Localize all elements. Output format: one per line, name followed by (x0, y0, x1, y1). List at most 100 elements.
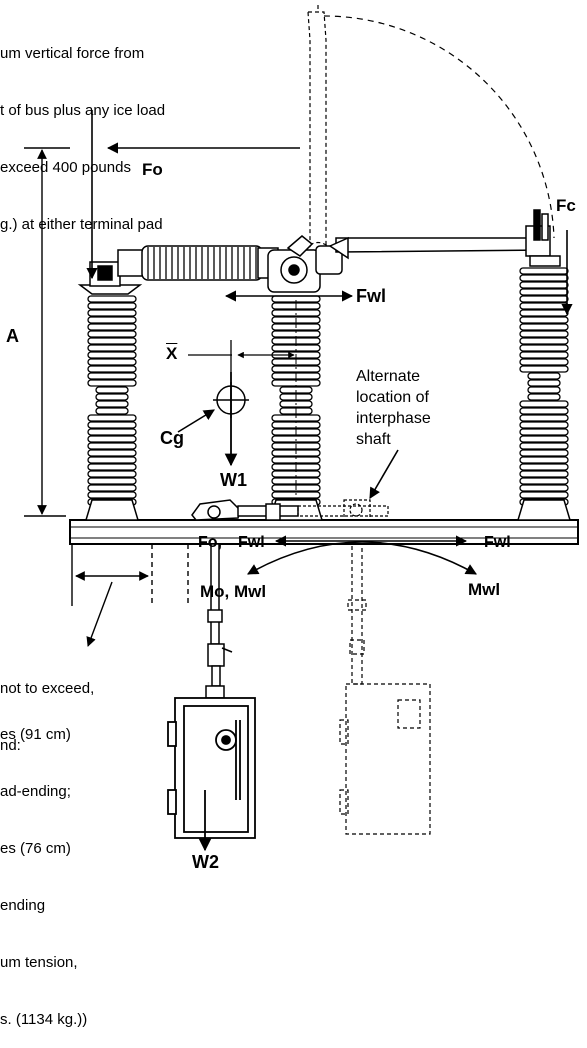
insulator-shed (519, 400, 569, 408)
insulator-shed (519, 421, 569, 429)
insulator-shed (519, 274, 569, 282)
insulator-shed (519, 428, 569, 436)
bottom-note-line: nd: (0, 737, 21, 754)
top-note-line: exceed 400 pounds (0, 159, 131, 176)
insulator-shed (87, 309, 137, 317)
insulator-shed (519, 302, 569, 310)
open-blade-dashed (299, 5, 337, 256)
insulator-shed (87, 421, 137, 429)
insulator-shed (87, 442, 137, 450)
insulator-shed (519, 309, 569, 317)
insulator-shed (519, 484, 569, 492)
switch-diagram (24, 5, 579, 852)
alternate-pointer (369, 449, 399, 499)
insulator-shed (87, 379, 137, 387)
insulator-shed (87, 491, 137, 499)
base-operating-mechanism-alternate (297, 499, 389, 521)
insulator-shed (87, 428, 137, 436)
insulator-shed (87, 463, 137, 471)
insulator-shed (87, 449, 137, 457)
bottom-note-line: not to exceed, (0, 680, 95, 697)
insulator-shed (95, 400, 129, 408)
insulator-shed (87, 470, 137, 478)
insulator-shed (95, 386, 129, 394)
insulator-shed (87, 302, 137, 310)
insulator-shed (519, 281, 569, 289)
insulator-shed (95, 393, 129, 401)
insulator-shed (519, 316, 569, 324)
insulator-shed (87, 477, 137, 485)
insulator-shed (519, 414, 569, 422)
insulator-shed (519, 407, 569, 415)
top-note: um vertical force from t of bus plus any… (0, 6, 165, 253)
blade-closed (328, 236, 549, 260)
insulator-shed (519, 470, 569, 478)
moment-arc (247, 541, 477, 575)
insulator-shed (87, 456, 137, 464)
top-note-line: um vertical force from (0, 45, 145, 62)
label-fwl-base-right: Fwl (484, 534, 511, 551)
insulator-shed (519, 358, 569, 366)
insulator-shed (519, 295, 569, 303)
insulator-shed (527, 379, 561, 387)
motor-operator-box (167, 697, 256, 839)
rail-spacing (71, 544, 189, 647)
bottom-note-line: um tension, (0, 954, 78, 971)
swing-arc (323, 15, 555, 239)
insulator-shed (87, 344, 137, 352)
label-w2: W2 (192, 852, 219, 872)
label-mo-mwl: Mo, Mwl (200, 582, 267, 601)
insulator-shed (519, 267, 569, 275)
insulator-shed (87, 295, 137, 303)
insulator-shed (519, 288, 569, 296)
insulator-shed (519, 442, 569, 450)
center-hinge (257, 235, 343, 293)
insulator-shed (87, 358, 137, 366)
insulator-shed (87, 337, 137, 345)
bottom-note-line: s. (1134 kg.)) (0, 1011, 88, 1028)
bottom-note-line: ending (0, 897, 46, 914)
dimension-a (24, 147, 70, 517)
insulator-shed (87, 372, 137, 380)
label-fo: Fo (142, 160, 163, 179)
insulator-shed (519, 330, 569, 338)
label-alternate-location: Alternate location of interphase shaft (356, 368, 431, 448)
insulator-shed (87, 365, 137, 373)
label-fwl-base-left: Fwl (238, 534, 265, 551)
label-mwl: Mwl (468, 580, 501, 599)
insulator-shed (87, 435, 137, 443)
insulator-shed (527, 372, 561, 380)
insulator-shed (87, 330, 137, 338)
dimension-xbar (188, 340, 295, 372)
top-note-line: t of bus plus any ice load (0, 102, 166, 119)
label-fc: Fc (556, 196, 576, 215)
label-w1: W1 (220, 470, 247, 490)
insulator-shed (87, 323, 137, 331)
bottom-note-line: es (91 cm) (0, 726, 71, 743)
insulator-shed (519, 365, 569, 373)
insulator-shed (95, 407, 129, 415)
insulator-shed (87, 414, 137, 422)
insulator-shed (519, 351, 569, 359)
jaw-contact-right (525, 209, 561, 267)
coil-ribs (147, 247, 257, 279)
insulator-shed (87, 316, 137, 324)
insulator-shed (87, 351, 137, 359)
label-fwl-top: Fwl (356, 286, 386, 306)
bottom-note-line: es (76 cm) (0, 840, 71, 857)
bottom-note-line: ad-ending; (0, 783, 71, 800)
operating-pipe (205, 543, 233, 699)
insulator-shed (527, 386, 561, 394)
bottom-note-list: es (91 cm) ad-ending; es (76 cm) ending … (0, 687, 87, 1048)
insulator-shed (87, 484, 137, 492)
label-a: A (6, 326, 19, 346)
insulator-shed (519, 477, 569, 485)
cg-pointer (177, 409, 215, 433)
insulator-shed (519, 463, 569, 471)
insulator-shed (519, 323, 569, 331)
insulator-left (87, 295, 137, 506)
insulator-shed (519, 337, 569, 345)
label-fo-base: Fo, (198, 534, 222, 551)
insulator-shed (519, 456, 569, 464)
insulator-shed (519, 449, 569, 457)
